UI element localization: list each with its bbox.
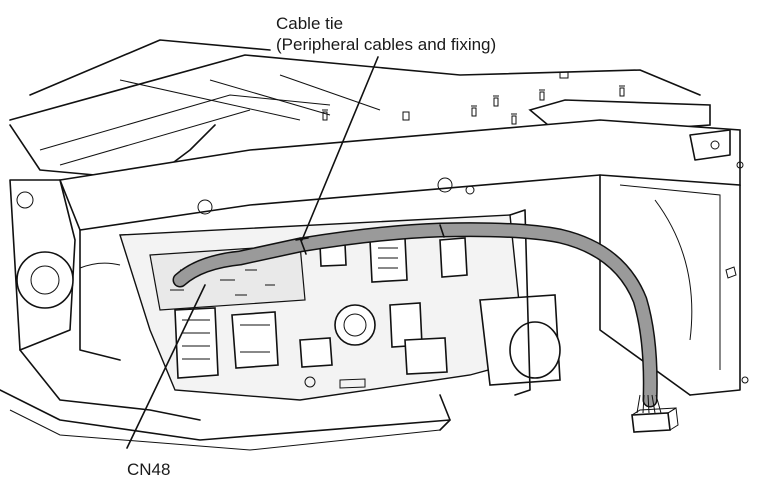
fan-motor: [479, 209, 561, 396]
screws: [322, 71, 737, 279]
cable-tie-label-line2: (Peripheral cables and fixing): [276, 35, 497, 54]
cable-tie-label-line1: Cable tie: [276, 14, 344, 33]
cn48-leader: [126, 284, 206, 449]
connector-plug: [631, 407, 679, 433]
cable-tie-label: Cable tie (Peripheral cables and fixing): [276, 13, 496, 55]
frame: [0, 119, 749, 451]
leader-lines: [126, 56, 379, 449]
cn48-label: CN48: [127, 460, 171, 479]
cable-tie-leader: [301, 56, 379, 241]
